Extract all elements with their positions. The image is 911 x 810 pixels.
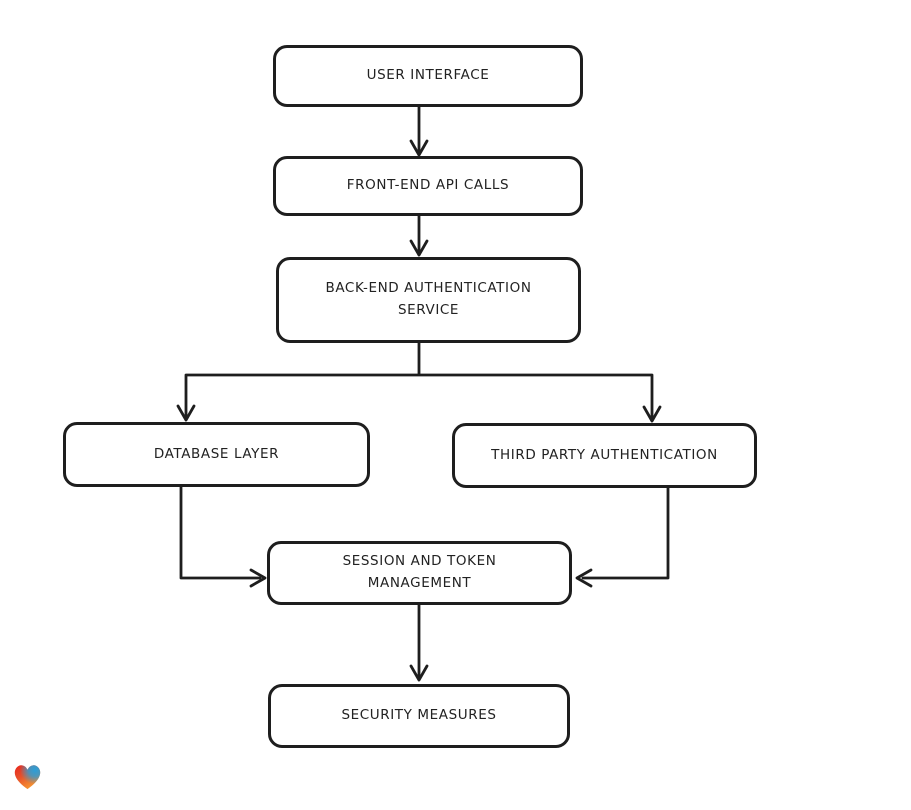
node-label: FRONT-END API CALLS [346,177,510,194]
arrowhead-left-icon [575,568,593,588]
arrowhead-down-icon [409,239,429,257]
node-database-layer: DATABASE LAYER [63,422,370,487]
node-security-measures: SECURITY MEASURES [268,684,570,748]
edge-backend-branch [184,341,654,419]
edge-3rd-to-session [581,486,670,580]
node-third-party-authentication: THIRD PARTY AUTHENTICATION [452,423,757,488]
node-label: DATABASE LAYER [153,445,280,462]
gradient-heart-logo-icon [14,765,41,790]
node-user-interface: USER INTERFACE [273,45,583,107]
arrowhead-down-icon [176,404,196,422]
node-label: THIRD PARTY AUTHENTICATION [491,446,718,463]
node-back-end-authentication-service: BACK-END AUTHENTICATION SERVICE [276,257,581,343]
node-front-end-api-calls: FRONT-END API CALLS [273,156,583,216]
node-label: SESSION AND TOKEN MANAGEMENT [342,553,497,591]
node-label: BACK-END AUTHENTICATION SERVICE [325,280,532,318]
node-label: SECURITY MEASURES [341,707,497,724]
arrowhead-down-icon [642,405,662,423]
arrowhead-down-icon [409,664,429,682]
arrowhead-right-icon [249,568,267,588]
node-label: USER INTERFACE [366,67,490,84]
node-session-and-token-management: SESSION AND TOKEN MANAGEMENT [267,541,572,605]
arrowhead-down-icon [409,139,429,157]
edge-db-to-session [179,485,262,580]
